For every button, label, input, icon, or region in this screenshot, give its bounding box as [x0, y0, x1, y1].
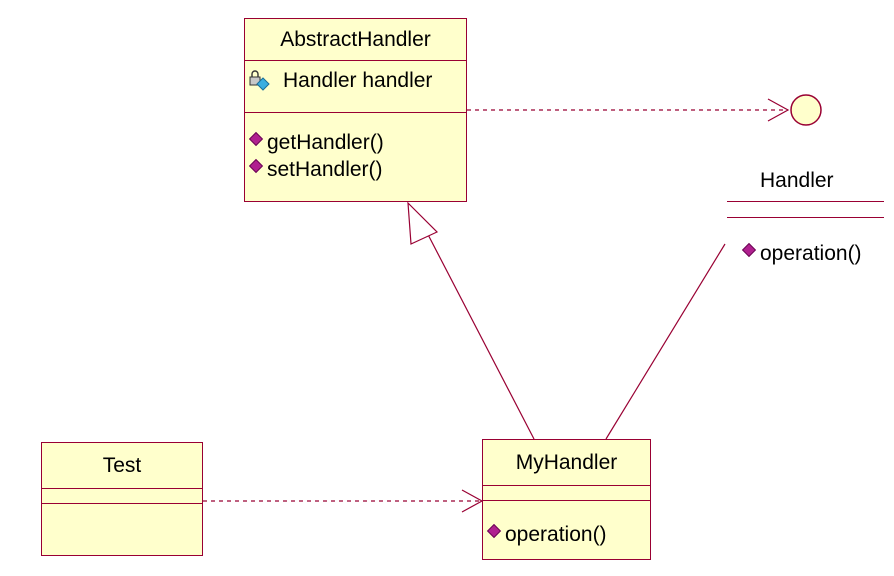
public-operation-icon: [248, 158, 264, 174]
class-name: MyHandler: [483, 440, 650, 486]
interface-name-handler[interactable]: Handler: [760, 169, 834, 192]
operation-row[interactable]: setHandler(): [245, 156, 466, 183]
realization-line[interactable]: [605, 243, 726, 440]
public-operation-icon: [486, 523, 502, 539]
operation-row[interactable]: operation(): [483, 521, 650, 548]
attributes-compartment: [483, 486, 650, 501]
class-test[interactable]: Test: [41, 442, 203, 556]
class-name: Test: [42, 443, 202, 489]
class-abstracthandler[interactable]: AbstractHandler Handler handler getHandl…: [244, 18, 467, 202]
attributes-compartment: [42, 489, 202, 504]
class-name: AbstractHandler: [245, 19, 466, 61]
operations-compartment: getHandler() setHandler(): [245, 113, 466, 183]
generalization-line[interactable]: [421, 222, 535, 440]
interface-operation-row[interactable]: operation(): [738, 240, 862, 267]
attribute-row[interactable]: Handler handler: [245, 67, 466, 94]
operation-label: setHandler(): [267, 158, 383, 181]
operations-compartment: operation(): [483, 501, 650, 548]
class-myhandler[interactable]: MyHandler operation(): [482, 439, 651, 560]
generalization-arrowhead: [407, 201, 439, 245]
dependency-arrowhead: [767, 98, 790, 122]
attributes-compartment: Handler handler: [245, 61, 466, 113]
public-operation-icon: [248, 131, 264, 147]
operation-label: operation(): [760, 242, 862, 265]
operation-row[interactable]: getHandler(): [245, 129, 466, 156]
interface-separator: [727, 217, 884, 218]
attribute-label: Handler handler: [283, 69, 433, 92]
operation-label: operation(): [505, 523, 607, 546]
private-attribute-icon: [249, 70, 270, 91]
operation-label: getHandler(): [267, 131, 384, 154]
interface-lollipop-icon[interactable]: [790, 94, 822, 126]
public-operation-icon: [741, 242, 757, 258]
interface-separator: [727, 201, 884, 202]
